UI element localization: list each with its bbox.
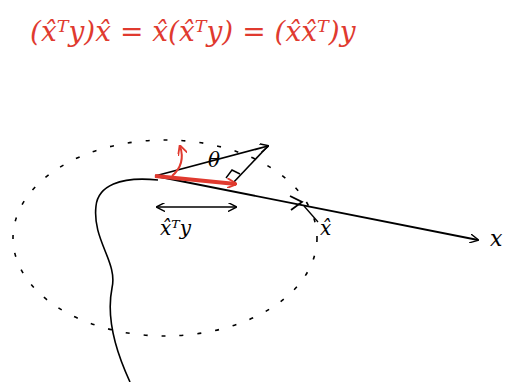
leader-line: [304, 206, 318, 222]
unit-circle: [13, 140, 317, 336]
unit-vector-label: x̂: [320, 218, 331, 238]
angle-label: θ: [208, 150, 220, 170]
y-vector: [155, 146, 268, 176]
equation: (x̂ᵀy)x̂ = x̂(x̂ᵀy) = (x̂x̂ᵀ)y: [30, 18, 356, 46]
vector-label: x: [490, 228, 502, 250]
length-label: x̂ᵀy: [160, 218, 191, 238]
x-vector: [155, 176, 478, 240]
x-hat-arrowhead: [290, 196, 302, 210]
projection-vector: [155, 176, 236, 184]
perpendicular-line: [232, 146, 268, 184]
right-angle-mark: [226, 170, 240, 178]
pointer-curve: [96, 179, 158, 382]
rotation-arrow: [172, 146, 182, 176]
length-arrow: [157, 206, 236, 208]
